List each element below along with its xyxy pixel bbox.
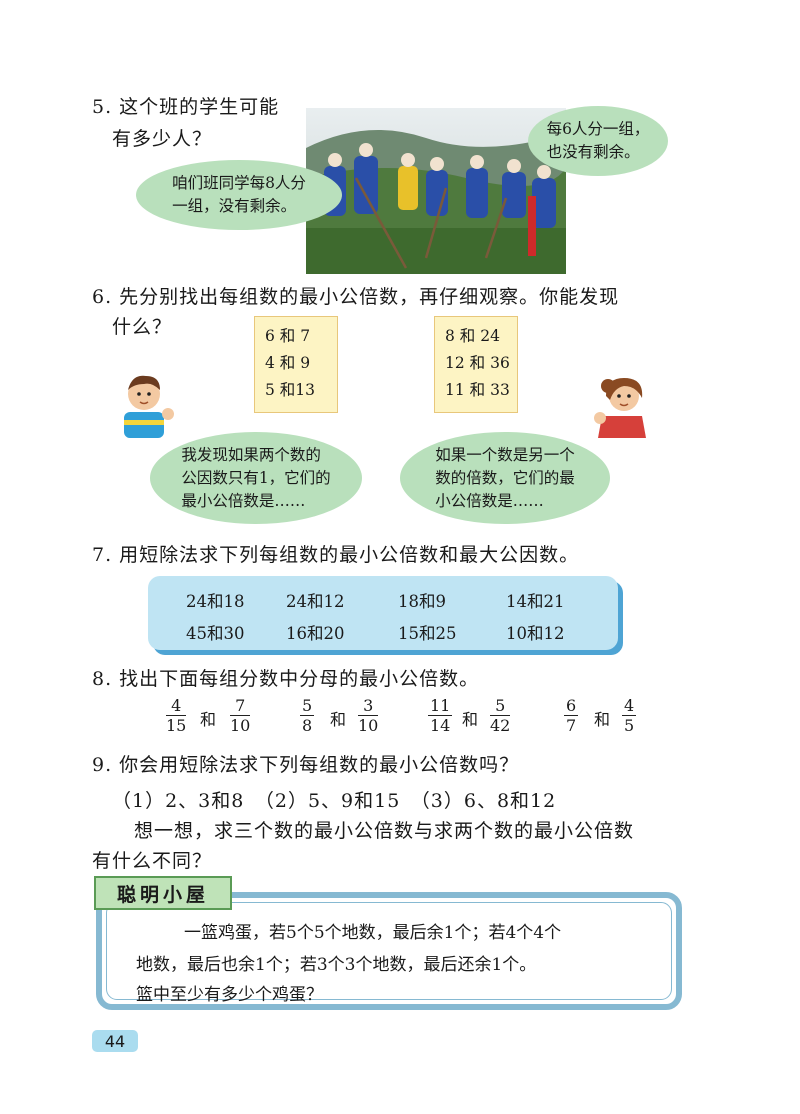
q6-number-box-right: 8 和 24 12 和 36 11 和 33	[434, 316, 518, 413]
boy-avatar	[118, 372, 178, 438]
girl-avatar	[592, 374, 652, 438]
page-number: 44	[92, 1030, 138, 1052]
q7-number-pairs-box: 24和18 24和12 18和9 14和21 45和30 16和20 15和25…	[148, 576, 618, 650]
q5-text-line1: 5. 这个班的学生可能	[92, 96, 280, 118]
q7-pair: 24和18	[186, 592, 245, 611]
number-pair: 6 和 7	[265, 327, 311, 345]
q8-text: 8. 找出下面每组分数中分母的最小公倍数。	[92, 668, 480, 690]
denominator: 14	[430, 716, 451, 735]
q6-bubble-right-text: 如果一个数是另一个 数的倍数，它们的最 小公倍数是……	[435, 445, 575, 510]
smart-house-box	[96, 892, 682, 1010]
q6-text-line1: 6. 先分别找出每组数的最小公倍数，再仔细观察。你能发现	[92, 286, 620, 308]
number-pair: 12 和 36	[445, 354, 510, 372]
numerator: 5	[300, 696, 315, 716]
q9-items: （1）2、3和8 （2）5、9和15 （3）6、8和12	[112, 790, 557, 812]
q5-text-line2: 有多少人？	[112, 128, 213, 150]
denominator: 5	[624, 716, 635, 735]
q7-pair: 18和9	[398, 592, 446, 611]
smart-house-title: 聪明小屋	[94, 876, 232, 910]
smart-house-inner-border	[106, 902, 672, 1000]
denominator: 8	[302, 716, 313, 735]
numerator: 3	[358, 696, 379, 716]
q9-think-line1: 想一想，求三个数的最小公倍数与求两个数的最小公倍数	[134, 820, 635, 842]
q5-bubble-left-text: 咱们班同学每8人分 一组，没有剩余。	[172, 174, 306, 215]
q7-pair: 10和12	[506, 624, 565, 643]
q6-number-box-left: 6 和 7 4 和 9 5 和13	[254, 316, 338, 413]
denominator: 15	[166, 716, 187, 735]
q6-bubble-right: 如果一个数是另一个 数的倍数，它们的最 小公倍数是……	[400, 432, 610, 524]
denominator: 10	[230, 716, 251, 735]
number-pair: 8 和 24	[445, 327, 500, 345]
students-farming-photo	[306, 108, 566, 274]
numerator: 7	[230, 696, 251, 716]
numerator: 5	[490, 696, 511, 716]
q6-bubble-left: 我发现如果两个数的 公因数只有1，它们的 最小公倍数是……	[150, 432, 362, 524]
q5-bubble-left: 咱们班同学每8人分 一组，没有剩余。	[136, 160, 342, 230]
q9-think-line2: 有什么不同？	[92, 850, 213, 872]
denominator: 10	[358, 716, 379, 735]
number-pair: 4 和 9	[265, 354, 311, 372]
q7-text: 7. 用短除法求下列每组数的最小公倍数和最大公因数。	[92, 544, 580, 566]
he-connector: 和	[330, 710, 347, 729]
smart-house-line1: 一篮鸡蛋，若5个5个地数，最后余1个；若4个4个	[184, 923, 562, 943]
q6-bubble-left-text: 我发现如果两个数的 公因数只有1，它们的 最小公倍数是……	[181, 445, 331, 510]
he-connector: 和	[594, 710, 611, 729]
q7-pair: 24和12	[286, 592, 345, 611]
q7-pair: 15和25	[398, 624, 457, 643]
denominator: 7	[566, 716, 577, 735]
q9-text: 9. 你会用短除法求下列每组数的最小公倍数吗？	[92, 754, 520, 776]
smart-house-line2: 地数，最后也余1个；若3个3个地数，最后还余1个。	[136, 955, 537, 975]
q7-pair: 45和30	[186, 624, 245, 643]
smart-house-line3: 篮中至少有多少个鸡蛋？	[136, 985, 323, 1005]
numerator: 4	[622, 696, 637, 716]
number-pair: 5 和13	[265, 381, 316, 399]
q6-text-line2: 什么？	[112, 316, 173, 338]
he-connector: 和	[462, 710, 479, 729]
numerator: 11	[428, 696, 453, 716]
q5-bubble-right-text: 每6人分一组， 也没有剩余。	[546, 120, 650, 161]
number-pair: 11 和 33	[445, 381, 510, 399]
he-connector: 和	[200, 710, 217, 729]
q7-pair: 14和21	[506, 592, 565, 611]
q7-pair: 16和20	[286, 624, 345, 643]
numerator: 4	[166, 696, 187, 716]
denominator: 42	[490, 716, 511, 735]
numerator: 6	[564, 696, 579, 716]
q5-bubble-right: 每6人分一组， 也没有剩余。	[528, 106, 668, 176]
